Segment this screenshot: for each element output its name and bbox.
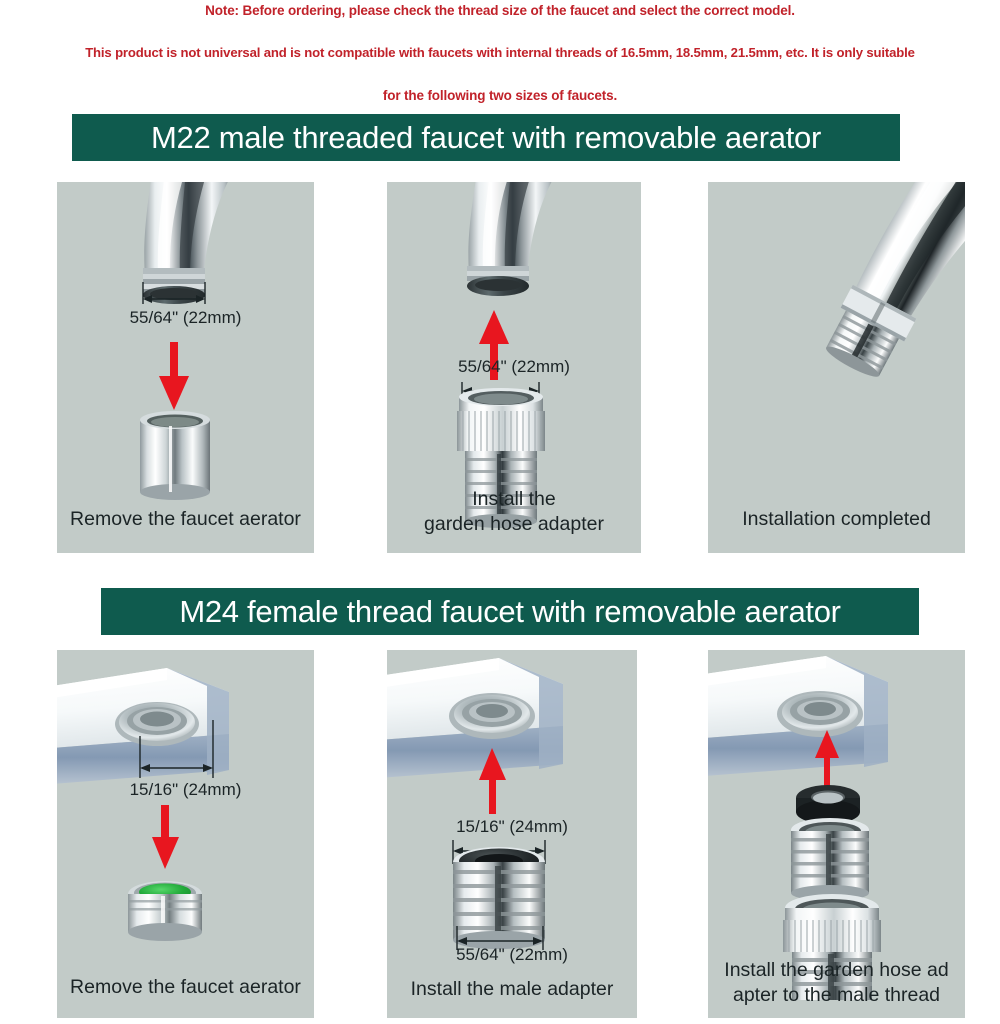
step-caption-line2: apter to the male thread [732,984,941,1006]
down-arrow-icon [159,342,189,410]
garden-hose-adapter [457,388,545,528]
note-line-2: This product is not universal and is not… [85,45,915,60]
illustration-remove-aerator-m24 [57,668,229,941]
section-banner-m22: M22 male threaded faucet with removable … [72,114,900,161]
note-line-3: for the following two sizes of faucets. [382,88,618,103]
note-line-1: Note: Before ordering, please check the … [205,3,795,18]
up-arrow-icon [479,748,506,814]
step-caption-line1: Install the [472,488,556,510]
section-banner-m22-label: M22 male threaded faucet with removable … [151,119,821,155]
green-screen-aerator [128,881,202,941]
illustration-install-hose-adapter-to-male-thread [708,656,888,1000]
down-arrow-icon [152,805,179,869]
chrome-aerator-sleeve [140,411,210,500]
dimension-line-top [142,282,206,304]
step-caption-line2: garden hose adapter [424,513,604,535]
dimension-label-24mm: 15/16" (24mm) [456,817,568,836]
section-banner-m24-label: M24 female thread faucet with removable … [179,593,841,629]
step-panel-install-garden-hose-adapter-m22: 55/64" (22mm) Install the garden hose ad… [387,182,641,553]
step-panel-installation-completed-m22: Installation completed [708,182,965,553]
up-arrow-icon [815,730,839,788]
step-panel-install-male-adapter: 15/16" (24mm) 55/64" (22mm) Install the … [387,650,637,1018]
step-caption: Install the male adapter [410,978,614,1000]
step-caption-line1: Install the garden hose ad [724,959,949,981]
step-caption: Remove the faucet aerator [70,976,301,998]
note-block: Note: Before ordering, please check the … [0,0,1000,112]
illustration-remove-aerator-m22 [140,182,228,500]
dimension-line-22mm [456,926,544,950]
step-panel-install-garden-hose-adapter-to-male-thread: Install the garden hose ad apter to the … [708,650,965,1018]
dimension-line-24mm [139,720,214,778]
illustration-install-male-adapter [387,658,563,950]
garden-hose-adapter [783,894,881,1000]
dimension-label-22mm: 55/64" (22mm) [456,945,568,964]
section-banner-m24: M24 female thread faucet with removable … [101,588,919,635]
male-adapter [791,818,869,901]
step-panel-remove-aerator-m24: 15/16" (24mm) Remove the faucet aerator [57,650,314,1018]
dimension-label-24mm: 15/16" (24mm) [129,780,242,799]
dimension-label-22mm: 55/64" (22mm) [129,308,242,327]
male-adapter [453,847,545,949]
black-rubber-washer [796,785,860,824]
step-caption: Remove the faucet aerator [70,508,301,530]
illustration-installation-completed [826,182,965,377]
step-caption: Installation completed [742,508,931,530]
up-arrow-icon [479,310,509,380]
dimension-label-22mm: 55/64" (22mm) [458,357,570,376]
step-panel-remove-aerator-m22: 55/64" (22mm) Remove the faucet aerator [57,182,314,553]
illustration-install-garden-hose-adapter [457,182,552,528]
